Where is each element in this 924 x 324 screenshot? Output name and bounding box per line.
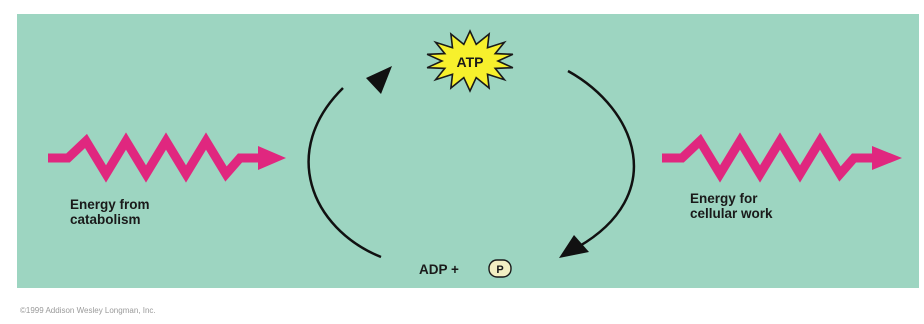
synthesis-cycle-arrow-icon — [307, 66, 392, 259]
adp-phosphate-label: ADP + P — [419, 259, 512, 278]
phosphate-circle-icon — [488, 259, 512, 278]
energy-from-label: Energy from — [70, 197, 150, 212]
phosphate-symbol: P — [496, 264, 503, 276]
energy-output-arrow-icon — [662, 132, 902, 183]
cellular-work-label: cellular work — [690, 206, 773, 221]
adp-label: ADP + — [419, 262, 459, 277]
copyright-text: ©1999 Addison Wesley Longman, Inc. — [20, 306, 156, 315]
energy-input-arrow-icon — [48, 132, 286, 183]
hydrolysis-cycle-arrow-icon — [559, 69, 635, 258]
atp-starburst-icon: ATP — [426, 29, 514, 93]
energy-for-label: Energy for — [690, 191, 758, 206]
catabolism-label: catabolism — [70, 212, 141, 227]
atp-label: ATP — [457, 54, 484, 70]
